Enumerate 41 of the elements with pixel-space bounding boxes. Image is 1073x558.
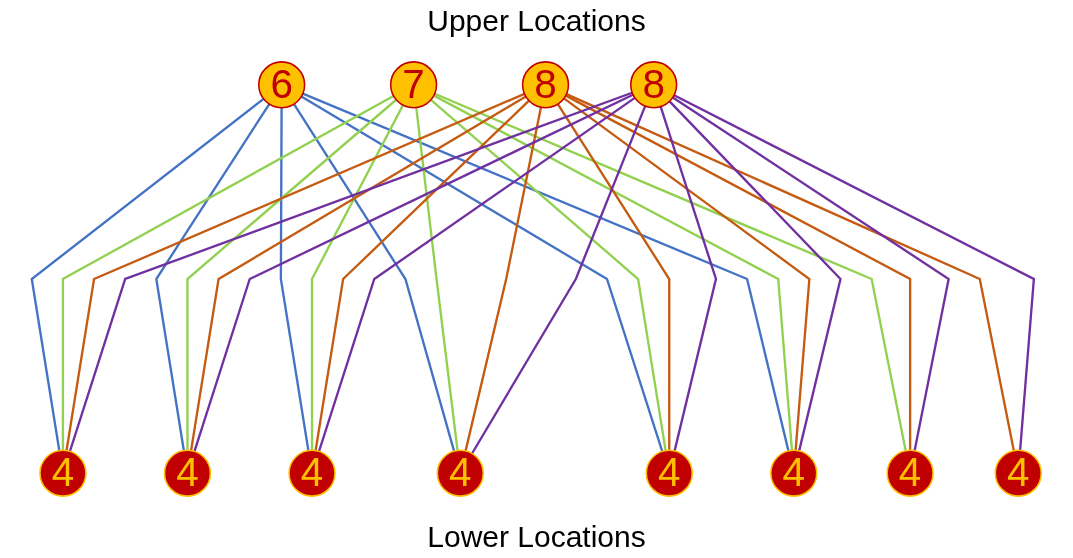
node-circle: 4 — [288, 449, 336, 497]
connector — [672, 96, 950, 451]
connector — [61, 94, 395, 451]
connector — [433, 94, 794, 451]
connector — [434, 92, 907, 451]
connector — [471, 105, 647, 455]
node-circle: 8 — [521, 61, 570, 109]
node-circle: 4 — [436, 449, 485, 497]
connector — [430, 98, 667, 451]
node-circle: 4 — [645, 449, 693, 497]
connector — [186, 98, 397, 451]
connector — [668, 100, 842, 452]
connector — [302, 92, 790, 452]
connector — [189, 95, 527, 451]
connector — [310, 104, 404, 451]
connector — [155, 103, 271, 451]
node-circle: 4 — [163, 449, 212, 497]
node-circle: 6 — [258, 61, 306, 109]
title: Upper Locations — [427, 4, 646, 38]
node-circle: 4 — [994, 449, 1042, 497]
connector — [314, 99, 530, 451]
connector — [464, 107, 543, 452]
connector — [30, 97, 265, 451]
connector — [293, 103, 456, 452]
connector — [193, 93, 634, 452]
connector — [68, 91, 633, 452]
connector — [659, 106, 718, 452]
connector — [415, 107, 459, 451]
connector — [279, 107, 310, 451]
node-circle: 4 — [770, 449, 818, 497]
node-circle: 8 — [629, 61, 678, 109]
connector — [563, 97, 811, 451]
node-circle: 4 — [39, 449, 87, 497]
connector — [65, 92, 525, 451]
connector — [556, 103, 671, 451]
connector — [673, 94, 1036, 451]
connector — [565, 94, 912, 451]
node-circle: 7 — [389, 61, 438, 109]
node-circle: 4 — [886, 449, 934, 497]
caption: Lower Locations — [427, 520, 646, 554]
connector — [566, 93, 1015, 451]
